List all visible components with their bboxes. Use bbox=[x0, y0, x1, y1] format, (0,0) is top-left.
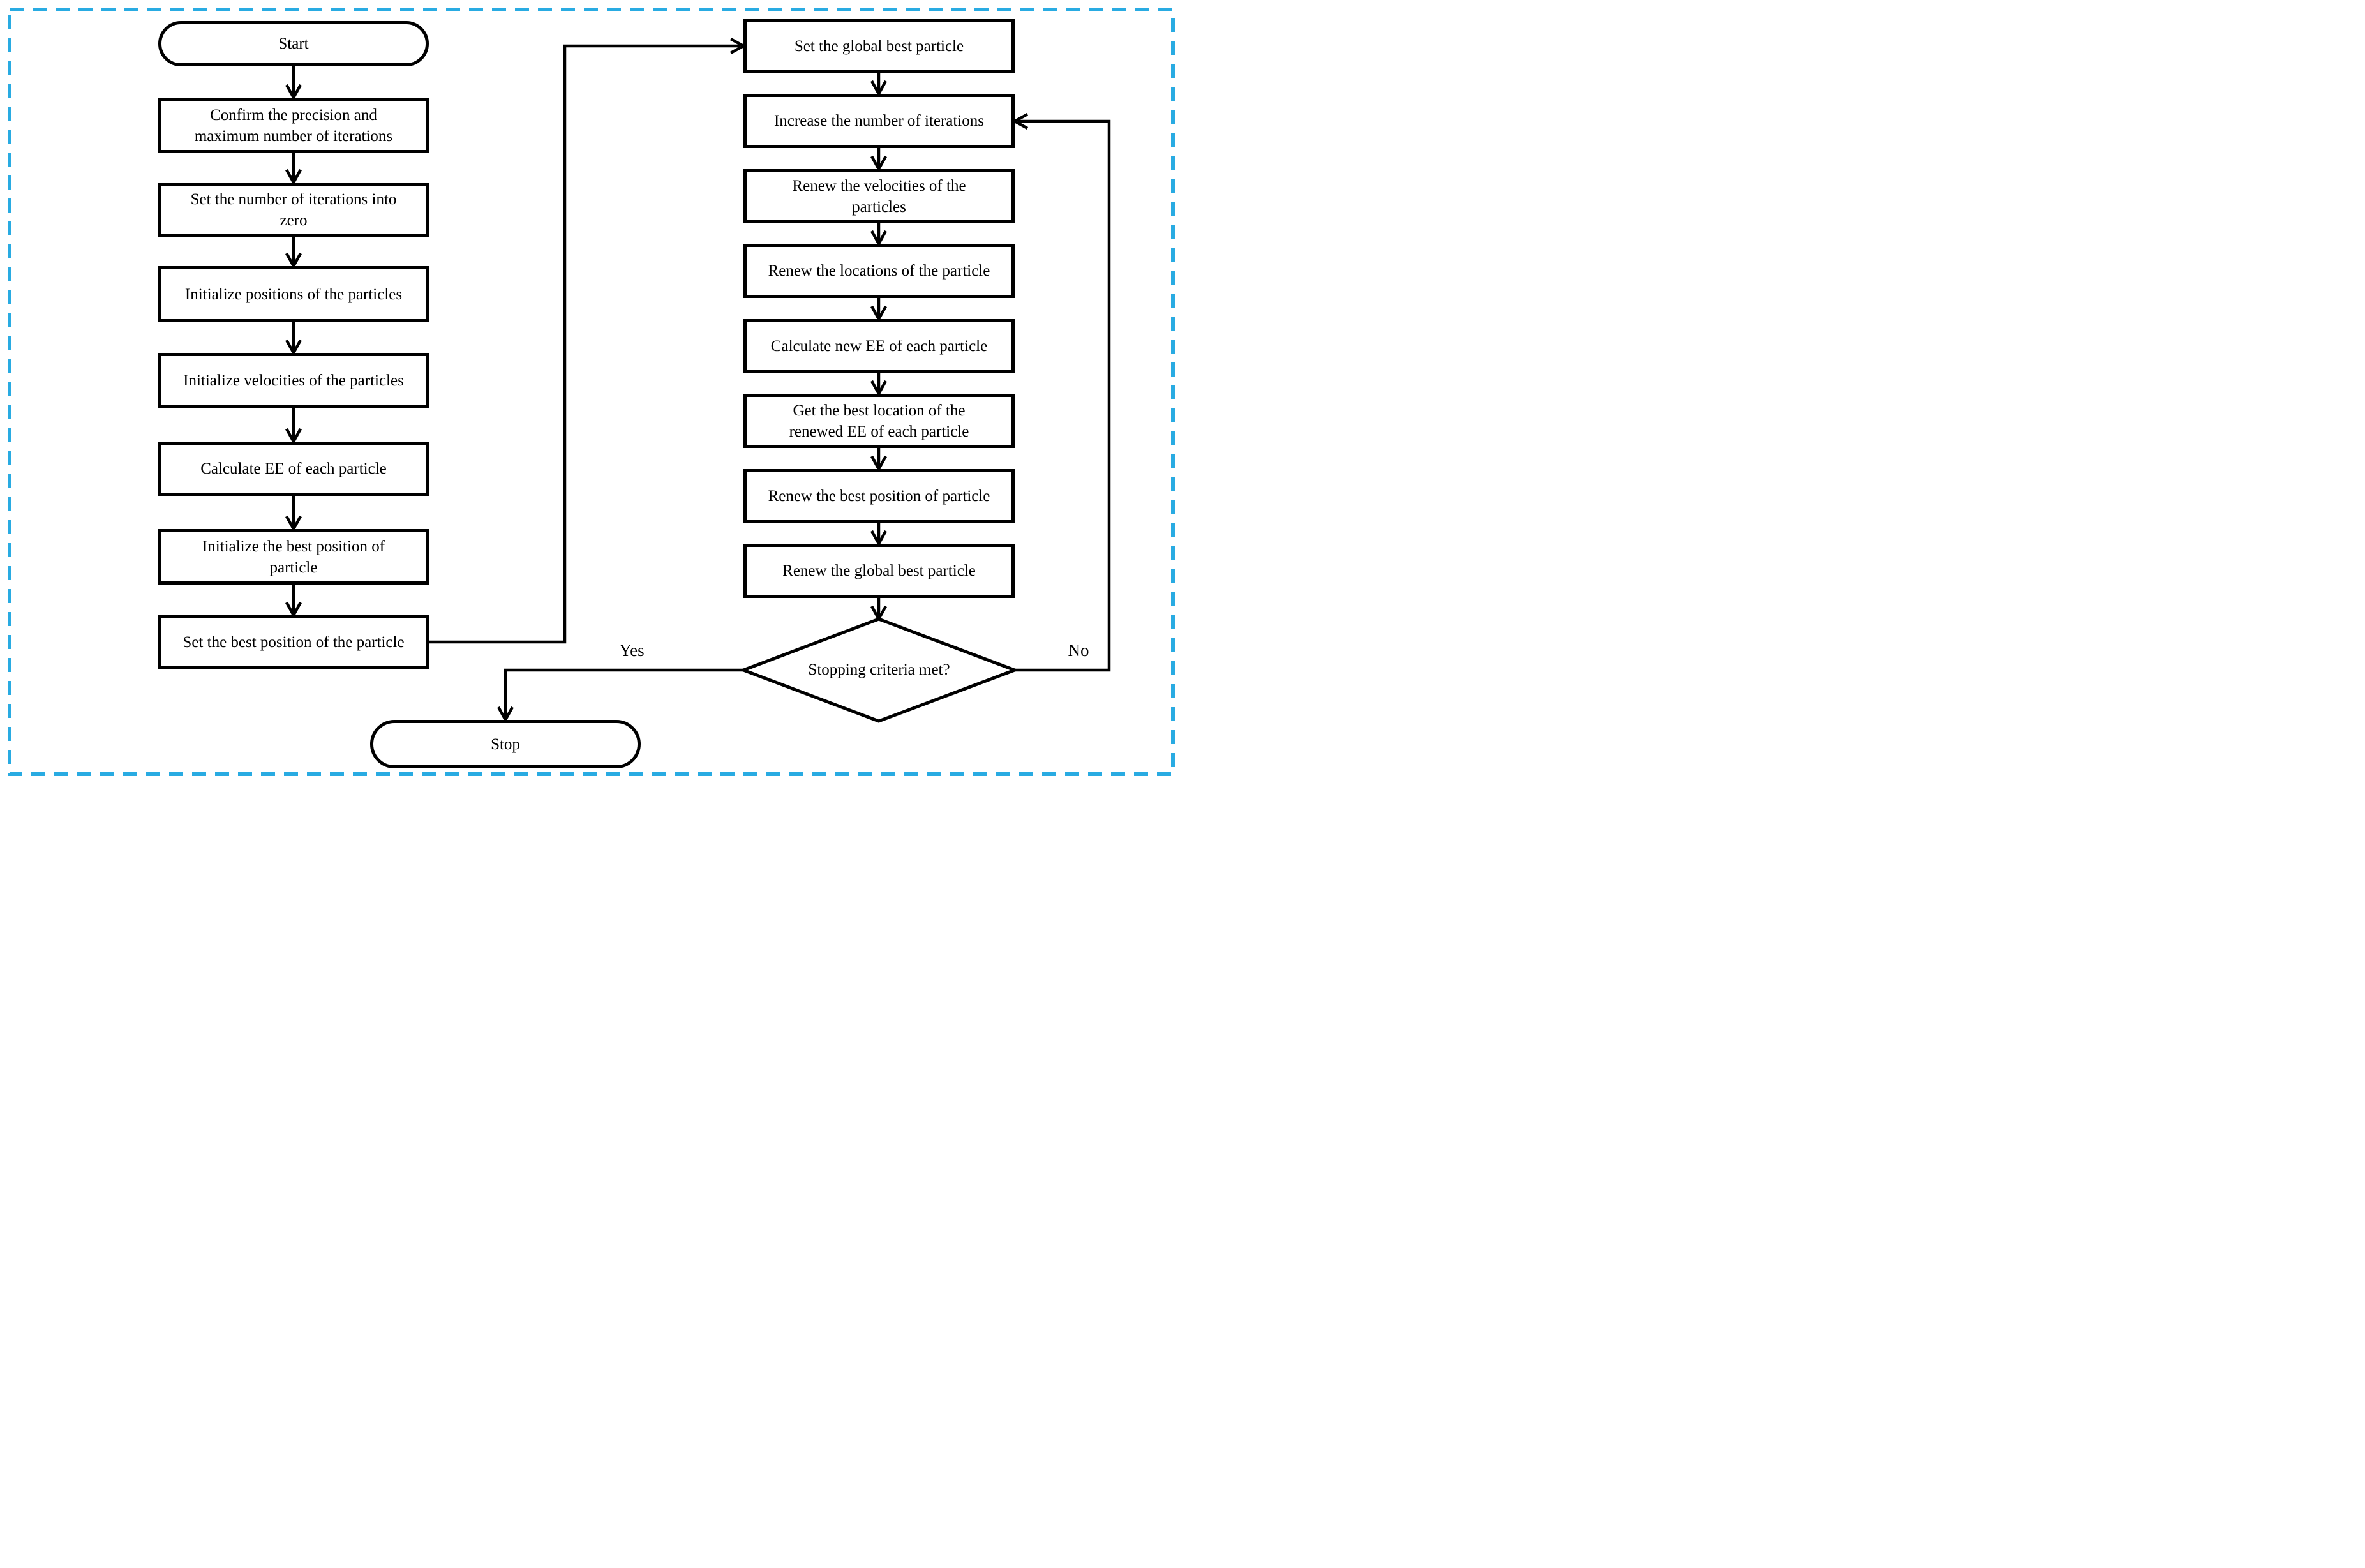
node-calculate-ee-label: Calculate EE of each particle bbox=[200, 460, 387, 477]
node-calculate-new-ee: Calculate new EE of each particle bbox=[743, 319, 1015, 373]
connector-setbest-to-globalbest bbox=[429, 44, 740, 644]
node-initialize-positions: Initialize positions of the particles bbox=[158, 266, 429, 322]
node-renew-best-position: Renew the best position of particle bbox=[743, 469, 1015, 523]
flowchart-canvas: Start Confirm the precision and maximum … bbox=[0, 0, 1182, 784]
node-initialize-best-position: Initialize the best position of particle bbox=[158, 529, 429, 585]
node-confirm-precision: Confirm the precision and maximum number… bbox=[158, 98, 429, 153]
decision-diamond bbox=[738, 617, 1020, 723]
edge-label-yes: Yes bbox=[619, 641, 645, 660]
node-start-label: Start bbox=[278, 35, 309, 52]
node-renew-best-position-label: Renew the best position of particle bbox=[768, 488, 990, 505]
diagram-border bbox=[8, 8, 1175, 776]
node-get-best-location-label: Get the best location of the renewed EE … bbox=[789, 401, 969, 440]
node-stopping-criteria-label: Stopping criteria met? bbox=[808, 661, 950, 678]
node-renew-velocities-label: Renew the velocities of the particles bbox=[792, 177, 966, 216]
node-start: Start bbox=[158, 21, 429, 66]
node-stopping-criteria: Stopping criteria met? bbox=[743, 619, 1015, 721]
node-initialize-velocities-label: Initialize velocities of the particles bbox=[183, 372, 404, 389]
node-set-iterations-zero: Set the number of iterations into zero bbox=[158, 183, 429, 237]
node-set-global-best: Set the global best particle bbox=[743, 19, 1015, 73]
connector-no-loop bbox=[1015, 119, 1111, 672]
connector-yes-branch bbox=[504, 668, 743, 717]
node-set-best-position: Set the best position of the particle bbox=[158, 615, 429, 669]
node-stop-label: Stop bbox=[491, 735, 520, 753]
node-increase-iterations-label: Increase the number of iterations bbox=[773, 112, 985, 130]
node-set-best-position-label: Set the best position of the particle bbox=[183, 634, 405, 651]
node-renew-global-best: Renew the global best particle bbox=[743, 544, 1015, 598]
node-get-best-location: Get the best location of the renewed EE … bbox=[743, 394, 1015, 448]
node-set-global-best-label: Set the global best particle bbox=[794, 38, 964, 55]
node-initialize-positions-label: Initialize positions of the particles bbox=[184, 285, 403, 303]
node-initialize-velocities: Initialize velocities of the particles bbox=[158, 353, 429, 408]
arrowhead-left-icon bbox=[1011, 113, 1029, 130]
node-set-iterations-zero-label: Set the number of iterations into zero bbox=[190, 191, 397, 229]
node-stop: Stop bbox=[370, 720, 641, 768]
node-renew-velocities: Renew the velocities of the particles bbox=[743, 169, 1015, 223]
node-renew-locations-label: Renew the locations of the particle bbox=[768, 262, 990, 280]
node-calculate-ee: Calculate EE of each particle bbox=[158, 442, 429, 496]
node-confirm-precision-label: Confirm the precision and maximum number… bbox=[194, 106, 393, 145]
node-renew-locations: Renew the locations of the particle bbox=[743, 244, 1015, 298]
node-calculate-new-ee-label: Calculate new EE of each particle bbox=[770, 338, 988, 355]
node-renew-global-best-label: Renew the global best particle bbox=[782, 562, 976, 579]
node-increase-iterations: Increase the number of iterations bbox=[743, 94, 1015, 148]
edge-label-no: No bbox=[1068, 641, 1089, 660]
node-initialize-best-position-label: Initialize the best position of particle bbox=[202, 537, 385, 576]
